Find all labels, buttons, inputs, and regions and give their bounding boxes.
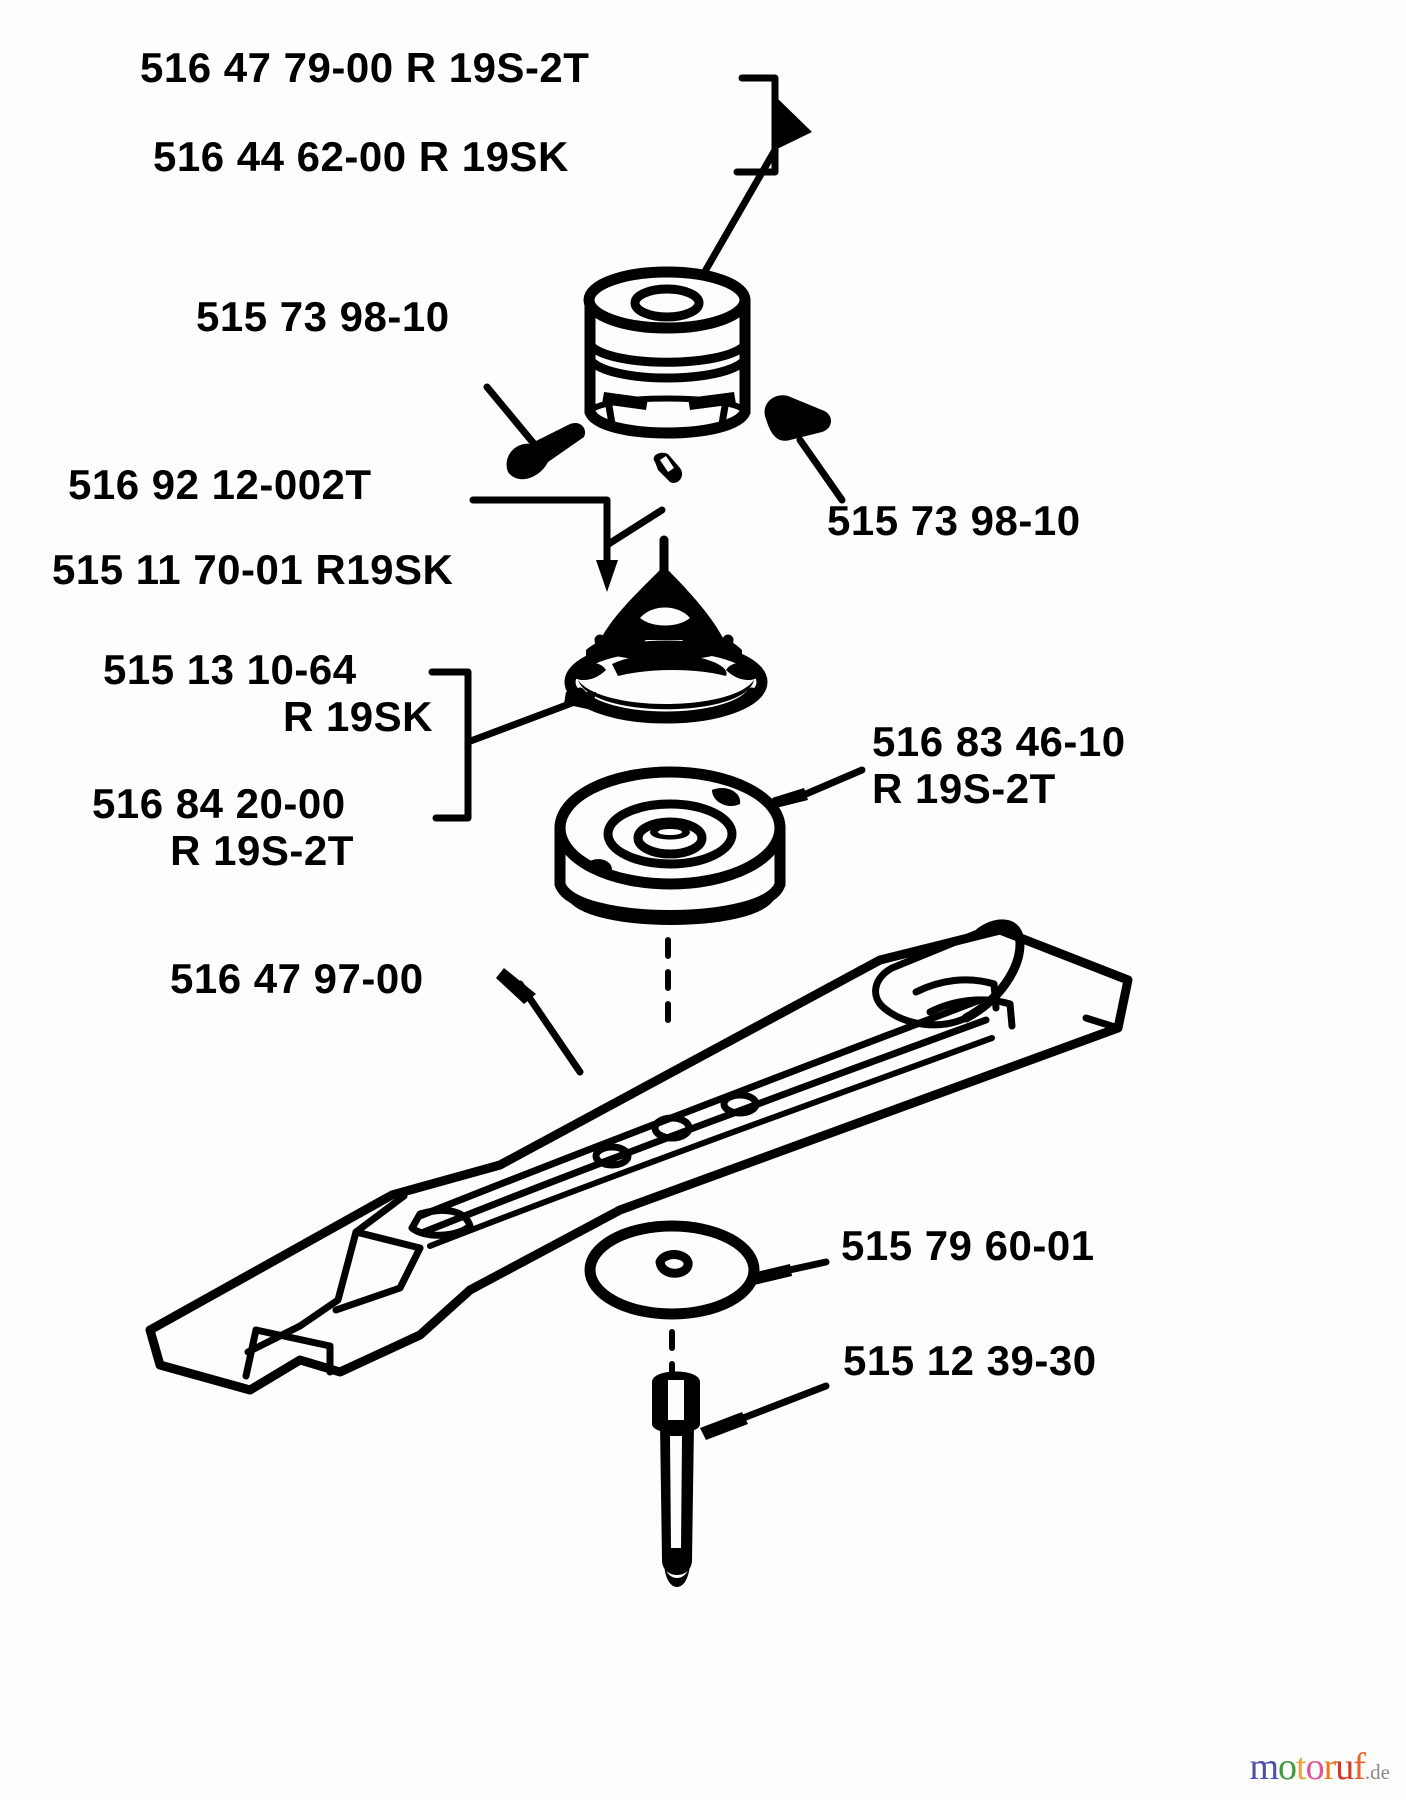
part-number-text: 516 92 12-002T [68,461,372,508]
part-label-515-73-98-10-right: 515 73 98-10 [827,497,1081,544]
watermark-letters: motoruf [1249,1746,1366,1788]
part-key-woodruff [653,452,683,483]
part-label-516-44-62-00: 516 44 62-00 R 19SK [153,133,569,180]
part-number-text: 515 79 60-01 [841,1222,1095,1269]
part-mower-blade [145,919,1133,1395]
watermark-letter-6: f [1353,1746,1366,1788]
watermark-letter-5: u [1335,1746,1354,1788]
watermark-letter-1: o [1278,1746,1297,1788]
part-pin-right [764,395,831,441]
part-number-text: 515 11 70-01 R19SK [52,546,454,593]
motoruf-watermark: motoruf.de [1249,1748,1390,1786]
leader-516-47-97-00 [496,968,584,1076]
part-bolt [652,1371,700,1587]
leader-516-92-12-002t [469,496,666,592]
leader-515-73-98-10-left [483,383,544,455]
part-label-516-92-12-002t: 516 92 12-002T [68,461,372,508]
part-pin-left [506,422,586,480]
part-variant-text: R 19SK [282,693,433,741]
watermark-suffix: .de [1364,1760,1390,1784]
part-variant-text: R 19S-2T [170,827,354,875]
part-number-text: 516 44 62-00 R 19SK [153,133,569,180]
part-label-515-13-10-64: 515 13 10-64 R 19SK [103,646,433,740]
part-label-515-79-60-01: 515 79 60-01 [841,1222,1095,1269]
part-number-text: 515 73 98-10 [827,497,1081,544]
leader-516-83-46-10 [772,766,866,808]
leader-515-12-39-30 [700,1382,830,1440]
watermark-letter-3: o [1305,1746,1325,1788]
watermark-letter-0: m [1249,1746,1279,1788]
part-label-516-83-46-10: 516 83 46-10 R 19S-2T [872,718,1126,812]
part-hub-spacer-top [583,266,751,439]
part-number-text: 515 13 10-64 [103,646,357,693]
part-washer [584,1220,760,1320]
part-number-text: 516 47 79-00 R 19S-2T [140,44,590,91]
part-label-515-11-70-01: 515 11 70-01 R19SK [52,546,453,593]
part-label-515-12-39-30: 515 12 39-30 [843,1337,1097,1384]
part-variant-text: R 19S-2T [872,765,1056,813]
part-label-516-47-79-00: 516 47 79-00 R 19S-2T [140,44,589,91]
part-label-516-84-20-00: 516 84 20-00 R 19S-2T [92,780,432,874]
part-cone-fan-adapter [564,535,768,724]
part-pulley-clutch-disc [554,766,786,925]
part-number-text: 515 73 98-10 [196,293,450,340]
leader-top-bracket [696,74,812,284]
leader-515-13-10-64-bracket [428,668,596,822]
leader-515-73-98-10-right [796,436,846,504]
watermark-letter-4: r [1323,1746,1337,1788]
part-number-text: 516 83 46-10 [872,718,1126,765]
part-label-515-73-98-10-left: 515 73 98-10 [196,293,450,340]
part-number-text: 515 12 39-30 [843,1337,1097,1384]
part-label-516-47-97-00: 516 47 97-00 [170,955,424,1002]
part-number-text: 516 47 97-00 [170,955,424,1002]
watermark-letter-2: t [1296,1746,1307,1788]
part-number-text: 516 84 20-00 [92,780,346,827]
leader-515-79-60-01 [748,1258,830,1286]
